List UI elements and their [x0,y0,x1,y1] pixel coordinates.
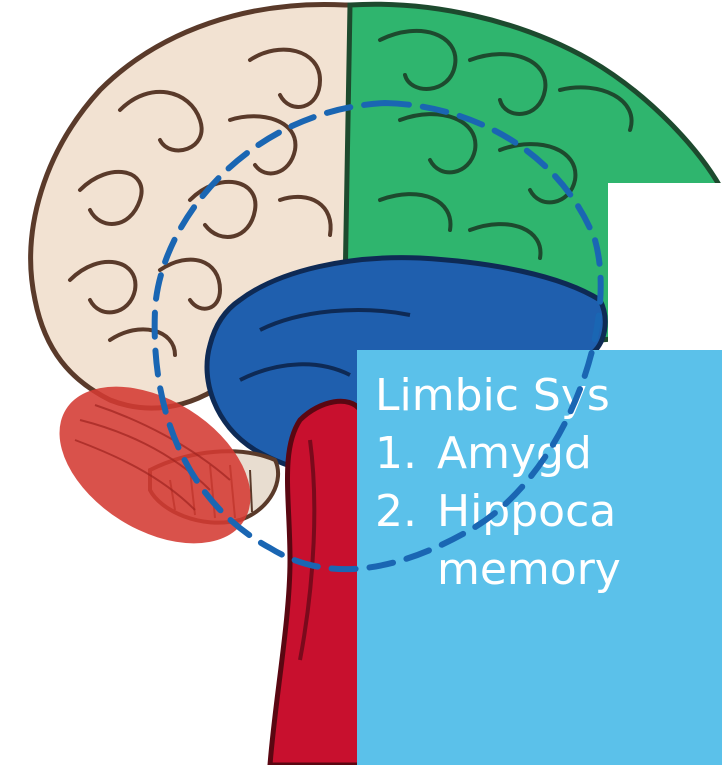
white-panel [608,183,722,353]
list-text: Amygd [437,428,592,479]
list-item: 1.Amygd [375,426,592,482]
list-number: 2. [375,484,437,540]
list-item: 2.Hippoca [375,484,616,540]
list-text: Hippoca [437,486,616,537]
callout-title: Limbic Sys [375,368,610,424]
list-item-continuation: memory [437,542,621,598]
callout-box: Limbic Sys 1.Amygd 2.Hippoca memory [357,350,722,765]
list-number: 1. [375,426,437,482]
